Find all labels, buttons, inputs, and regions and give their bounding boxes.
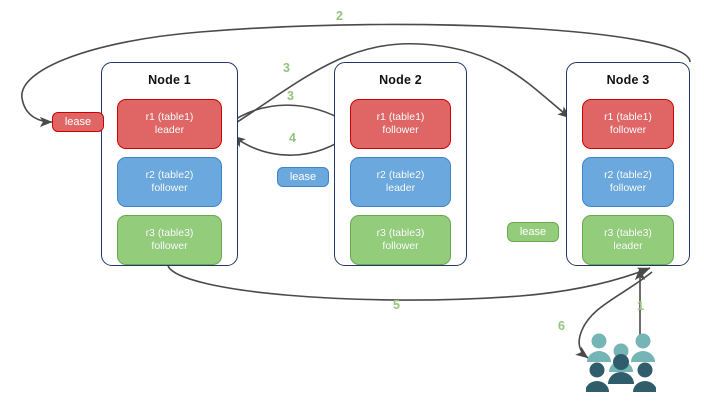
step-label-2: 2 (336, 9, 343, 23)
replica-id: r1 (table1) (145, 111, 194, 123)
replica-id: r2 (table2) (604, 169, 652, 181)
lease-badge-green[interactable]: lease (507, 222, 559, 242)
replica-id: r3 (table3) (145, 227, 194, 239)
replica-id: r2 (table2) (145, 169, 194, 181)
node-3-replica-r2[interactable]: r2 (table2) follower (582, 157, 674, 207)
replica-role: follower (151, 182, 188, 194)
edge-step-5 (167, 265, 651, 301)
edge-step-3-to-node2 (227, 104, 349, 125)
lease-badge-blue[interactable]: lease (277, 167, 329, 187)
node-2-replica-r2[interactable]: r2 (table2) leader (350, 157, 451, 207)
step-label-6: 6 (558, 319, 565, 333)
node-3-replica-r1[interactable]: r1 (table1) follower (582, 99, 674, 149)
replica-role: leader (154, 124, 185, 136)
node-1-replica-r3[interactable]: r3 (table3) follower (117, 215, 222, 265)
node-3-title: Node 3 (606, 73, 650, 87)
step-label-1: 1 (637, 299, 644, 313)
replica-id: r2 (table2) (376, 169, 425, 181)
replica-role: leader (613, 240, 643, 252)
replica-id: r1 (table1) (604, 111, 652, 123)
node-3[interactable]: Node 3 r1 (table1) follower r2 (table2) … (566, 62, 690, 266)
lease-badge-red[interactable]: lease (52, 112, 104, 132)
node-1[interactable]: Node 1 r1 (table1) leader r2 (table2) fo… (101, 62, 238, 266)
node-2-replica-r3[interactable]: r3 (table3) follower (350, 215, 451, 265)
replica-role: follower (609, 182, 647, 194)
replica-role: follower (609, 124, 647, 136)
node-2-replica-r1[interactable]: r1 (table1) follower (350, 99, 451, 149)
users-icon[interactable] (586, 332, 656, 394)
node-2-title: Node 2 (379, 73, 422, 87)
node-2[interactable]: Node 2 r1 (table1) follower r2 (table2) … (334, 62, 467, 266)
replica-role: follower (151, 240, 188, 252)
replica-id: r3 (table3) (376, 227, 425, 239)
step-label-3-to-node2: 3 (287, 89, 294, 103)
node-1-replica-r1[interactable]: r1 (table1) leader (117, 99, 222, 149)
step-label-5: 5 (393, 298, 400, 312)
replica-role: follower (382, 124, 419, 136)
replica-role: follower (382, 240, 419, 252)
replica-id: r1 (table1) (376, 111, 425, 123)
step-label-3-to-node3: 3 (283, 61, 290, 75)
replica-id: r3 (table3) (604, 227, 652, 239)
node-3-replica-r3[interactable]: r3 (table3) leader (582, 215, 674, 265)
node-1-title: Node 1 (148, 73, 191, 87)
node-1-replica-r2[interactable]: r2 (table2) follower (117, 157, 222, 207)
step-label-4: 4 (289, 131, 296, 145)
replica-role: leader (385, 182, 416, 194)
